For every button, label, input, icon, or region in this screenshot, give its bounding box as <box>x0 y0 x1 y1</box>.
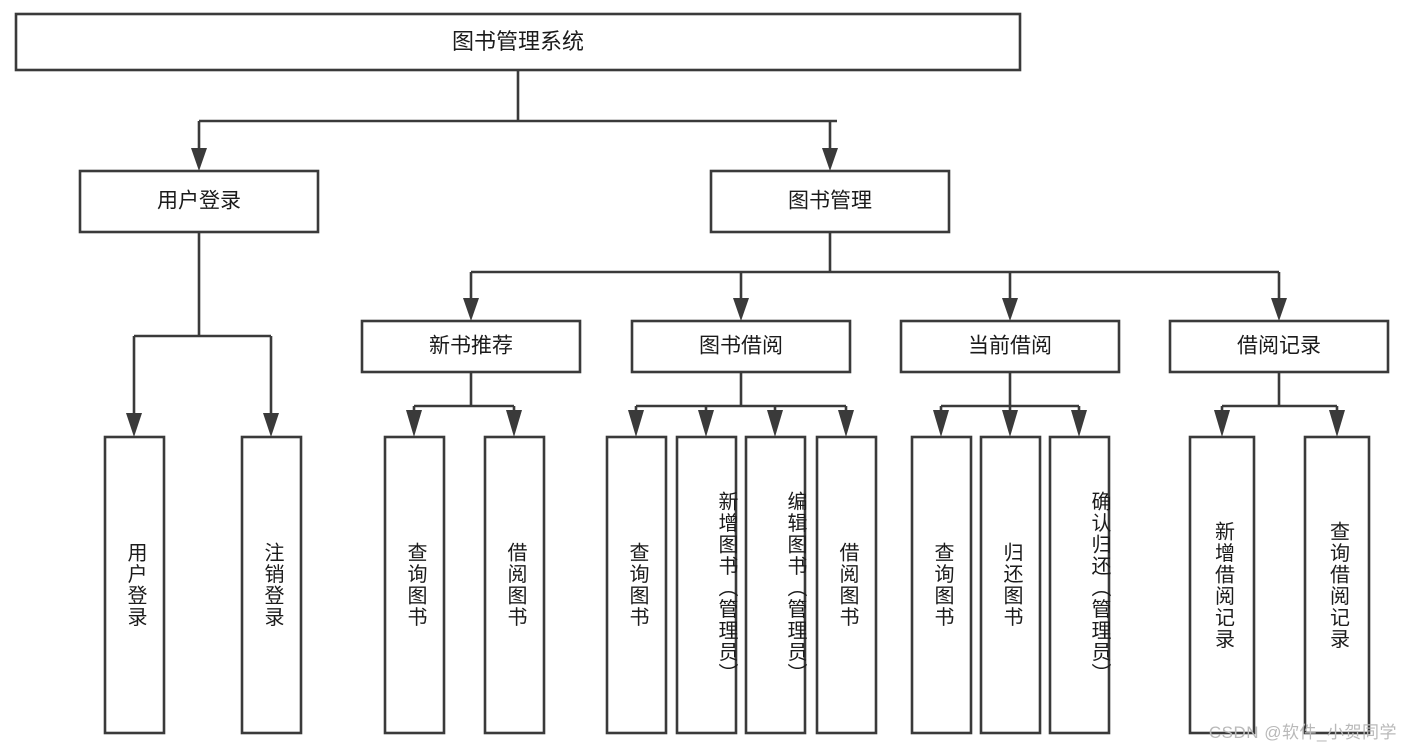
node-borrow-record-label: 借阅记录 <box>1237 335 1321 358</box>
node-leaf-bb-query-book[interactable] <box>605 435 668 735</box>
arrow-head-new-book <box>463 298 479 321</box>
node-book-manage-label: 图书管理 <box>788 190 872 213</box>
arrow-head-user-login <box>191 148 207 171</box>
node-root-label: 图书管理系统 <box>452 29 584 54</box>
arrow-head-borrow-record <box>1271 298 1287 321</box>
arrow-head-br-leaf-1 <box>1214 410 1230 437</box>
arrow-head-book-manage <box>822 148 838 171</box>
node-leaf-br-add-record[interactable] <box>1188 435 1256 735</box>
node-current-borrow-label: 当前借阅 <box>968 335 1052 358</box>
node-borrow-record[interactable] <box>1168 319 1390 374</box>
node-leaf-bb-add-book[interactable] <box>675 435 738 735</box>
node-leaf-cb-return-book[interactable] <box>979 435 1042 735</box>
arrow-head-cb-leaf-1 <box>933 410 949 437</box>
arrow-head-bb-leaf-2 <box>698 410 714 437</box>
node-leaf-user-login[interactable] <box>103 435 166 735</box>
node-leaf-bb-edit-book[interactable] <box>744 435 807 735</box>
node-book-borrow-label: 图书借阅 <box>699 335 783 358</box>
arrow-head-cb-leaf-2 <box>1002 410 1018 437</box>
node-root-book-system[interactable] <box>14 12 1022 72</box>
node-leaf-bb-borrow-book[interactable] <box>815 435 878 735</box>
arrow-head-book-borrow <box>733 298 749 321</box>
node-leaf-cb-confirm-return[interactable] <box>1048 435 1111 735</box>
node-leaf-logout[interactable] <box>240 435 303 735</box>
node-book-borrow[interactable] <box>630 319 852 374</box>
arrow-head-leaf-logout <box>263 413 279 437</box>
node-leaf-nb-query-book[interactable] <box>383 435 446 735</box>
arrow-head-bb-leaf-3 <box>767 410 783 437</box>
arrow-head-current-borrow <box>1002 298 1018 321</box>
arrow-head-br-leaf-2 <box>1329 410 1345 437</box>
node-current-borrow[interactable] <box>899 319 1121 374</box>
arrow-head-nb-leaf-1 <box>406 410 422 437</box>
arrow-head-bb-leaf-1 <box>628 410 644 437</box>
node-new-book-recommend[interactable] <box>360 319 582 374</box>
arrow-head-cb-leaf-3 <box>1071 410 1087 437</box>
node-user-login[interactable] <box>78 169 320 234</box>
arrow-head-bb-leaf-4 <box>838 410 854 437</box>
node-leaf-nb-borrow-book[interactable] <box>483 435 546 735</box>
arrow-head-leaf-user-login <box>126 413 142 437</box>
node-book-manage[interactable] <box>709 169 951 234</box>
connector-group <box>126 70 1345 437</box>
node-new-book-recommend-label: 新书推荐 <box>429 335 513 358</box>
node-group: 图书管理系统 用户登录 图书管理 新书推荐 图书借阅 当前借阅 借阅记录 <box>14 12 1390 735</box>
node-leaf-br-query-record[interactable] <box>1303 435 1371 735</box>
node-leaf-cb-query-book[interactable] <box>910 435 973 735</box>
arrow-head-nb-leaf-2 <box>506 410 522 437</box>
node-user-login-label: 用户登录 <box>157 190 241 213</box>
watermark-text: CSDN @软件_小贺同学 <box>1208 723 1397 742</box>
